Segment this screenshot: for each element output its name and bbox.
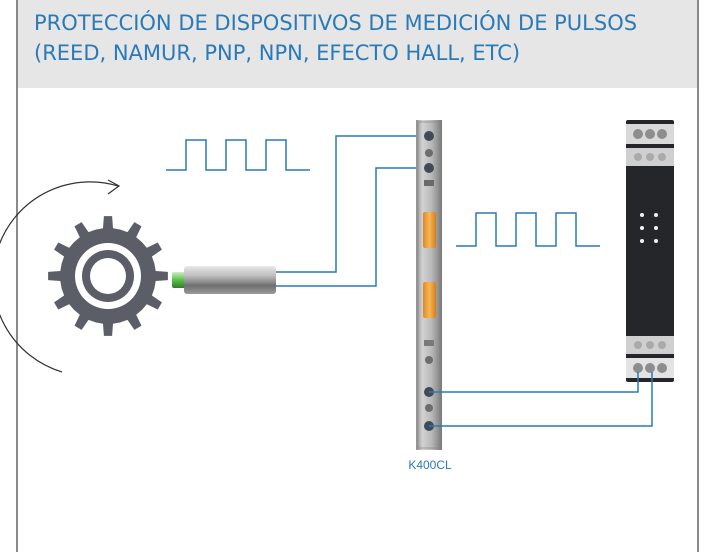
output-wires — [429, 372, 653, 427]
diagram-frame: PROTECCIÓN DE DISPOSITIVOS DE MEDICIÓN D… — [16, 0, 699, 552]
status-led — [423, 212, 436, 248]
title-line-1: PROTECCIÓN DE DISPOSITIVOS DE MEDICIÓN D… — [34, 11, 638, 35]
din-module — [626, 120, 674, 382]
terminal-screw — [424, 131, 434, 141]
sensor-wires — [276, 135, 428, 287]
page-title: PROTECCIÓN DE DISPOSITIVOS DE MEDICIÓN D… — [34, 8, 637, 68]
pulse-wave-icon — [166, 139, 310, 171]
title-line-2: (REED, NAMUR, PNP, NPN, EFECTO HALL, ETC… — [34, 41, 521, 65]
terminal-screw — [424, 163, 434, 173]
gear-hole — [90, 258, 126, 294]
gear-icon — [48, 216, 168, 336]
device-label: K400CL — [408, 458, 452, 472]
header-band: PROTECCIÓN DE DISPOSITIVOS DE MEDICIÓN D… — [18, 0, 697, 88]
rail-module-k400cl — [416, 120, 442, 450]
sensor-icon — [172, 266, 276, 294]
rotation-arrow-icon — [0, 179, 121, 373]
status-led — [423, 282, 436, 318]
pulse-wave-output-icon — [456, 212, 600, 247]
